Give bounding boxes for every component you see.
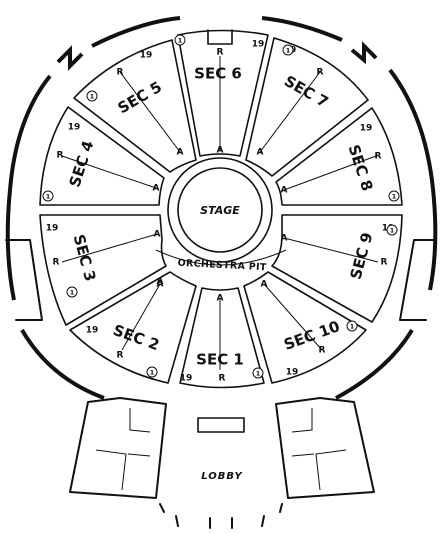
row-first-badge-sec-2: 1 [146,366,158,378]
orchestra-pit-label: ORCHESTRA PIT [177,258,267,274]
aisle-line-sec-2 [121,283,161,351]
aisle-line-sec-7 [259,71,321,153]
section-7[interactable] [245,37,369,177]
wall-bottom-right [335,328,414,400]
section-9[interactable] [271,214,403,323]
svg-text:1: 1 [90,93,95,101]
row-mid-sec-6: R [217,48,224,58]
lobby-wing-left[interactable] [69,397,167,499]
aisle-mark-sec-8: A [281,186,288,196]
row-first-badge-sec-4: 1 [42,190,54,202]
svg-text:1: 1 [150,369,155,377]
row-first-badge-sec-10: 1 [346,320,358,332]
row-first-badge-sec-3: 1 [66,286,78,298]
wall-bottom-left [20,328,105,400]
exit-left [5,239,43,321]
lobby-label: LOBBY [201,471,243,482]
aisle-line-sec-3 [61,233,158,263]
wall-notch-right [350,41,378,65]
exit-right [399,239,437,321]
row-mid-sec-7: R [317,68,324,78]
seating-sections [39,29,403,389]
aisle-line-sec-8 [283,155,377,191]
aisle-line-sec-9 [283,237,379,263]
row-mid-sec-10: R [319,346,326,356]
row-last-sec-1: 19 [180,374,193,384]
aisle-mark-sec-5: A [177,148,184,158]
section-3[interactable] [39,214,167,326]
row-last-sec-10: 19 [286,368,299,378]
aisle-mark-sec-10: A [261,280,268,290]
section-8[interactable] [275,107,403,206]
row-mid-sec-5: R [117,68,124,78]
row-last-sec-5: 19 [140,51,153,61]
aisle-mark-sec-9: A [281,234,288,244]
aisle-mark-sec-7: A [257,148,264,158]
svg-text:1: 1 [392,193,397,201]
aisle-line-sec-4 [61,155,157,189]
aisle-mark-sec-2: A [157,280,164,290]
lobby-inner-right [291,408,347,491]
lobby: LOBBY [69,397,375,529]
row-first-badge-sec-8: 1 [388,190,400,202]
svg-text:1: 1 [46,193,51,201]
stage-entry-notch [207,29,233,45]
orchestra-pit-outline [155,249,287,266]
stage-label: STAGE [200,204,240,217]
aisle-line-sec-5 [119,71,181,153]
section-10[interactable] [243,271,367,384]
wall-top-right [261,16,343,42]
row-mid-sec-9: R [381,258,388,268]
aisle-line-sec-10 [263,283,323,351]
row-last-sec-3: 19 [46,224,59,234]
lobby-wing-right[interactable] [275,397,375,499]
row-mid-sec-4: R [57,151,64,161]
row-mid-sec-8: R [375,152,382,162]
wall-notch-left [56,45,84,71]
svg-text:1: 1 [390,227,395,235]
row-last-sec-8: 19 [360,124,373,134]
row-first-badge-sec-5: 1 [86,90,98,102]
outer-wall [5,16,438,400]
wall-right [388,68,438,291]
lobby-entrance-doors[interactable] [159,503,283,529]
section-5[interactable] [73,39,197,173]
row-mid-sec-2: R [117,351,124,361]
row-mid-sec-1: R [219,374,226,384]
section-2[interactable] [69,271,197,384]
svg-text:1: 1 [70,289,75,297]
row-first-badge-sec-9: 1 [386,224,398,236]
section-label-1: SEC 1 [196,351,244,369]
row-mid-sec-3: R [53,258,60,268]
lobby-inner-left [95,408,151,491]
aisle-mark-sec-6: A [217,146,224,156]
row-first-badge-sec-6: 1 [174,34,186,46]
row-last-sec-6: 19 [252,40,265,50]
stage-outer-ring [167,157,273,263]
svg-text:1: 1 [286,47,291,55]
section-6[interactable] [177,29,269,157]
svg-text:1: 1 [178,37,183,45]
stage-area: STAGE ORCHESTRA PIT [155,29,287,274]
svg-text:1: 1 [350,323,355,331]
lobby-booth [197,417,245,433]
row-first-badge-sec-1: 1 [252,367,264,379]
wall-left [5,74,52,301]
svg-text:1: 1 [256,370,261,378]
wall-top-left [91,16,181,48]
aisle-mark-sec-3: A [154,230,161,240]
aisle-mark-pit-left: A [157,277,164,287]
row-first-badge-sec-7: 1 [282,44,294,56]
row-last-sec-4: 19 [68,123,81,133]
section-1[interactable] [179,287,265,389]
row-last-sec-2: 19 [86,326,99,336]
aisle-mark-sec-4: A [153,184,160,194]
aisle-mark-sec-1: A [217,294,224,304]
stage[interactable] [177,167,263,253]
section-label-6: SEC 6 [194,65,242,83]
